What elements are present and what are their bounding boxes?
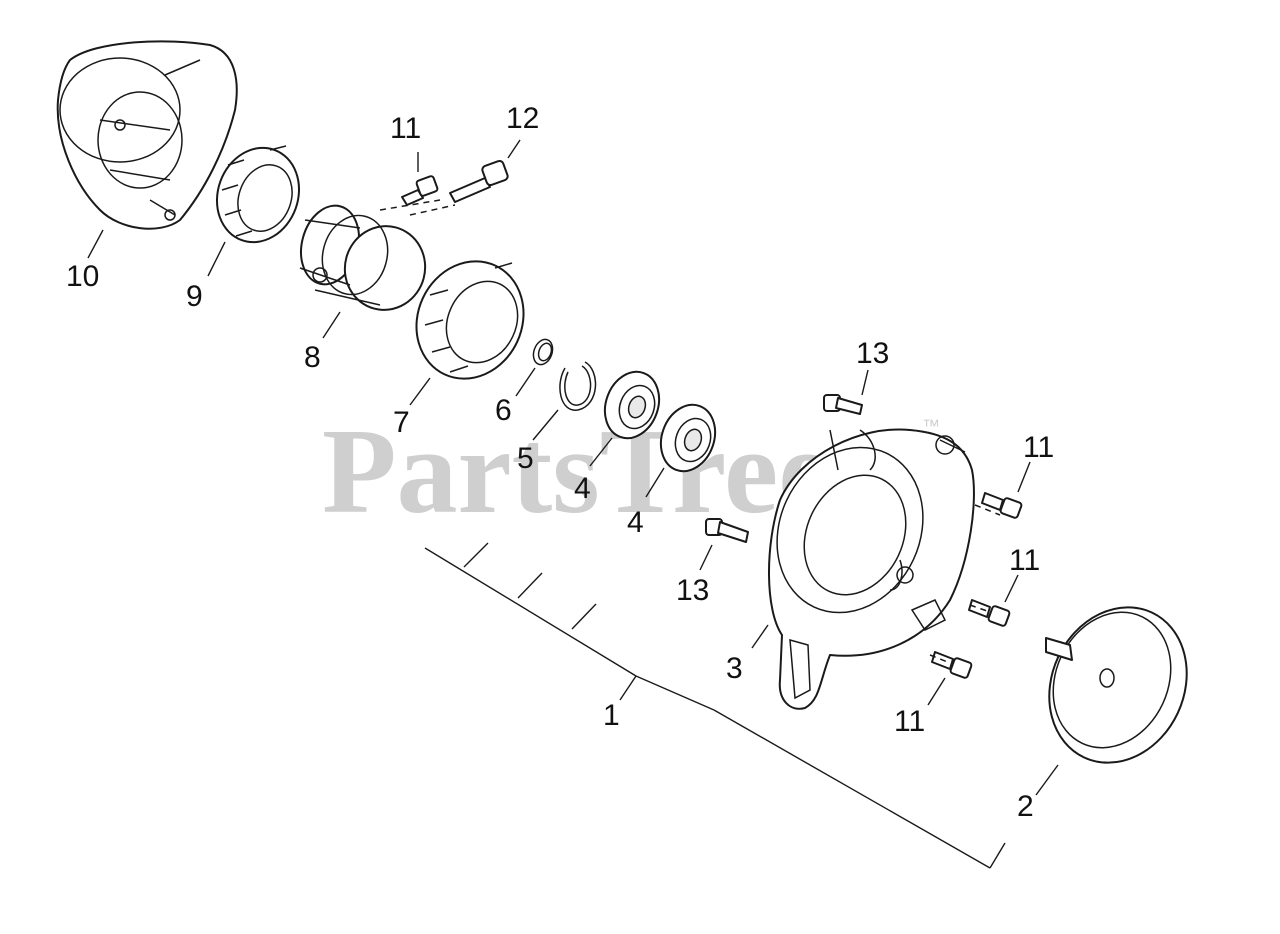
callout-1: 1 [603, 699, 620, 732]
part-11-screw-c[interactable] [968, 599, 1011, 627]
callout-10: 10 [66, 260, 99, 293]
alignment-lines [379, 199, 1001, 664]
part-13-bolt-a[interactable] [823, 394, 863, 415]
callout-13a: 13 [856, 337, 889, 370]
callout-4b: 4 [627, 506, 644, 539]
part-6-snap-ring[interactable] [530, 337, 556, 368]
part-11-screw-b[interactable] [981, 492, 1023, 519]
part-11-screw-a[interactable] [401, 175, 439, 206]
callout-11c: 11 [1009, 544, 1040, 577]
callout-11a: 11 [390, 112, 421, 145]
part-9-ring[interactable] [204, 136, 312, 254]
callout-6: 6 [495, 394, 512, 427]
part-12-bolt[interactable] [449, 159, 509, 203]
watermark: PartsTree [322, 404, 832, 539]
part-11-screw-d[interactable] [931, 651, 973, 679]
callout-5: 5 [517, 442, 534, 475]
callout-7: 7 [393, 406, 410, 439]
part-4-bearing-a[interactable] [596, 364, 668, 446]
part-5-circlip[interactable] [559, 361, 597, 411]
callout-8: 8 [304, 341, 321, 374]
part-3-housing[interactable] [751, 423, 975, 710]
part-10-cover[interactable] [56, 40, 238, 230]
part-2-drum[interactable] [1024, 585, 1211, 786]
part-4-bearing-b[interactable] [652, 397, 724, 479]
callout-4a: 4 [574, 472, 591, 505]
watermark-trademark: ™ [922, 416, 940, 436]
callout-11b: 11 [1023, 431, 1054, 464]
callout-11d: 11 [894, 705, 925, 738]
callout-2: 2 [1017, 790, 1034, 823]
part-8-sleeve[interactable] [293, 199, 435, 319]
callout-3: 3 [726, 652, 743, 685]
callout-9: 9 [186, 280, 203, 313]
part-13-bolt-b[interactable] [705, 518, 749, 543]
leader-lines [87, 139, 1059, 869]
part-7-ring[interactable] [398, 244, 543, 397]
callout-13b: 13 [676, 574, 709, 607]
callout-12: 12 [506, 102, 539, 135]
callout-labels: 10 9 8 7 6 5 4 4 1 3 2 11 11 11 11 12 13… [66, 102, 1054, 823]
